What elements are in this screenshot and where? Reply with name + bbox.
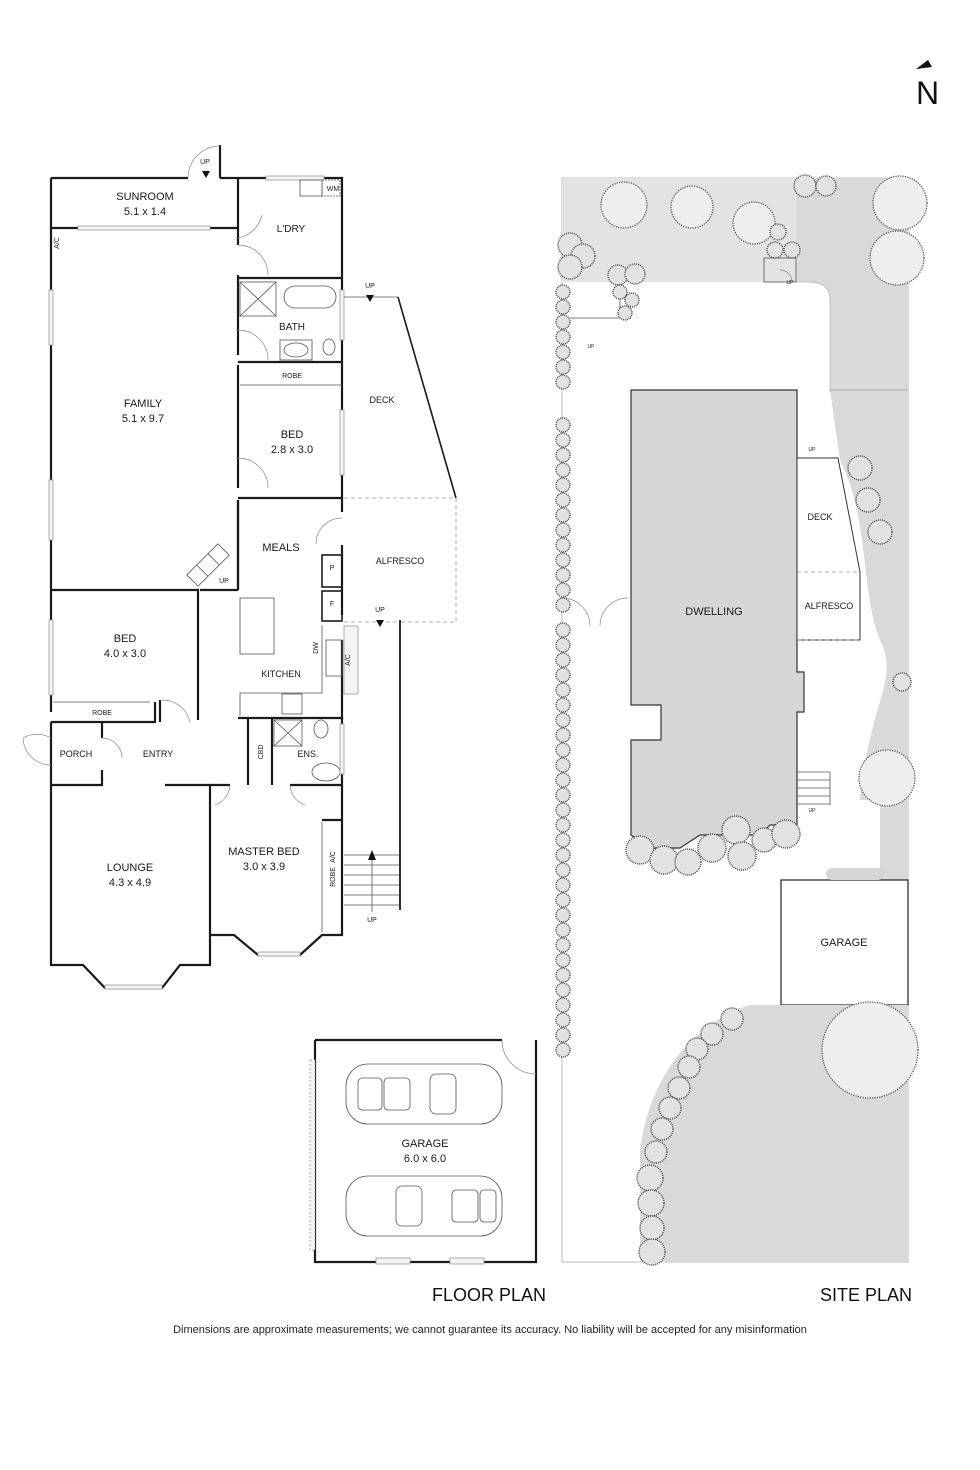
fridge-label: F xyxy=(330,601,334,608)
site-plan-title: SITE PLAN xyxy=(820,1285,913,1305)
room-dims-bed2: 2.8 x 3.0 xyxy=(271,444,313,456)
car-icon xyxy=(345,1063,503,1125)
ac-label: A/C xyxy=(345,654,352,666)
room-label-entry: ENTRY xyxy=(143,749,173,759)
room-label-garage: GARAGE xyxy=(401,1138,448,1150)
floor-plan-title: FLOOR PLAN xyxy=(432,1285,547,1305)
up-label: UP xyxy=(809,808,817,814)
dw-label: DW xyxy=(313,642,320,654)
up-label: UP xyxy=(200,159,210,166)
room-label-alfresco: ALFRESCO xyxy=(376,556,425,566)
room-label-master: MASTER BED xyxy=(228,846,300,858)
floor-plan: SUNROOM 5.1 x 1.4 FAMILY 5.1 x 9.7 L'DRY… xyxy=(22,145,538,1265)
room-dims-sunroom: 5.1 x 1.4 xyxy=(124,206,166,218)
room-label-deck: DECK xyxy=(369,395,394,405)
room-dims-bed3: 4.0 x 3.0 xyxy=(104,648,146,660)
room-label-bath: BATH xyxy=(279,322,305,333)
robe-label: ROBE xyxy=(92,710,112,717)
room-label-kitchen: KITCHEN xyxy=(261,669,301,679)
room-label-ensuite: ENS. xyxy=(297,749,318,759)
up-label: UP xyxy=(219,578,229,585)
site-label-alfresco: ALFRESCO xyxy=(805,601,854,611)
room-label-bed2: BED xyxy=(281,429,304,441)
north-label: N xyxy=(916,75,940,111)
robe-label: ROBE xyxy=(330,867,337,887)
room-dims-garage: 6.0 x 6.0 xyxy=(404,1153,446,1165)
up-label: UP xyxy=(588,344,596,350)
site-label-dwelling: DWELLING xyxy=(685,606,742,618)
site-plan: DWELLING DECK ALFRESCO GARAGE UP UP UP U… xyxy=(555,174,928,1266)
tree-icon xyxy=(557,174,928,1266)
cbd-label: CBD xyxy=(258,745,265,760)
room-label-lounge: LOUNGE xyxy=(107,862,153,874)
site-label-deck: DECK xyxy=(807,512,832,522)
up-label: UP xyxy=(375,607,385,614)
up-label: UP xyxy=(367,917,377,924)
room-dims-master: 3.0 x 3.9 xyxy=(243,861,285,873)
room-label-bed3: BED xyxy=(114,633,137,645)
ac-label: A/C xyxy=(330,851,337,863)
north-arrow-icon xyxy=(916,60,932,69)
up-label: UP xyxy=(787,280,795,286)
disclaimer-text: Dimensions are approximate measurements;… xyxy=(173,1324,807,1336)
car-icon xyxy=(345,1175,503,1237)
room-dims-family: 5.1 x 9.7 xyxy=(122,413,164,425)
room-label-laundry: L'DRY xyxy=(277,224,306,235)
north-indicator: N xyxy=(916,60,940,112)
hedge-row xyxy=(555,284,571,1058)
room-label-porch: PORCH xyxy=(60,749,93,759)
up-label: UP xyxy=(809,447,817,453)
up-label: UP xyxy=(365,283,375,290)
room-label-meals: MEALS xyxy=(262,542,299,554)
ac-label: A/C xyxy=(54,237,61,249)
room-label-sunroom: SUNROOM xyxy=(116,191,173,203)
wm-label: WM xyxy=(327,186,340,193)
room-label-family: FAMILY xyxy=(124,398,163,410)
robe-label: ROBE xyxy=(282,373,302,380)
pantry-label: P xyxy=(330,565,335,572)
room-dims-lounge: 4.3 x 4.9 xyxy=(109,877,151,889)
site-label-garage: GARAGE xyxy=(820,937,867,949)
